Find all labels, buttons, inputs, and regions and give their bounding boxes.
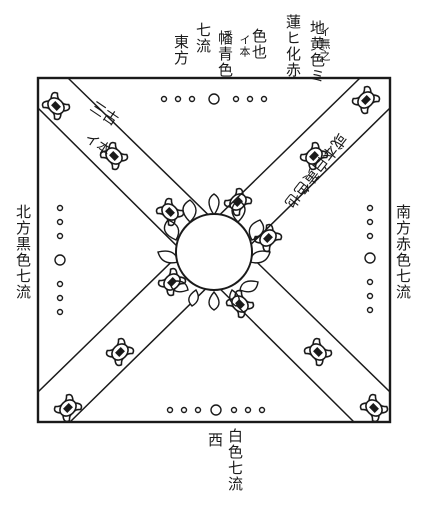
bottom-streamer-marks (166, 404, 266, 416)
top-annotation-col6: 東方 (172, 34, 190, 66)
top-annotation-col4: 幡青色 (216, 30, 234, 78)
top-annotation-col1-note: イ無之 (318, 26, 331, 62)
bottom-color-label: 白色七流 (226, 428, 244, 492)
top-annotation-col3-note: イ本 (238, 34, 251, 58)
left-streamer-marks (54, 204, 66, 316)
top-streamer-marks (160, 93, 268, 105)
moon-disc-icon (175, 213, 253, 291)
left-direction-label: 北方黒色七流 (14, 204, 32, 300)
top-annotation-col5: 七流 (194, 22, 212, 54)
outer-square-border (36, 76, 392, 424)
top-annotation-col1: 地黄色ミ (308, 20, 326, 84)
bottom-direction-label: 西 (206, 432, 224, 448)
right-streamer-marks (364, 204, 376, 314)
top-annotation-col3: 色也 (250, 28, 268, 60)
right-direction-label: 南方赤色七流 (394, 204, 412, 300)
top-annotation-col2: 蓮ヒ化赤 (284, 14, 302, 78)
